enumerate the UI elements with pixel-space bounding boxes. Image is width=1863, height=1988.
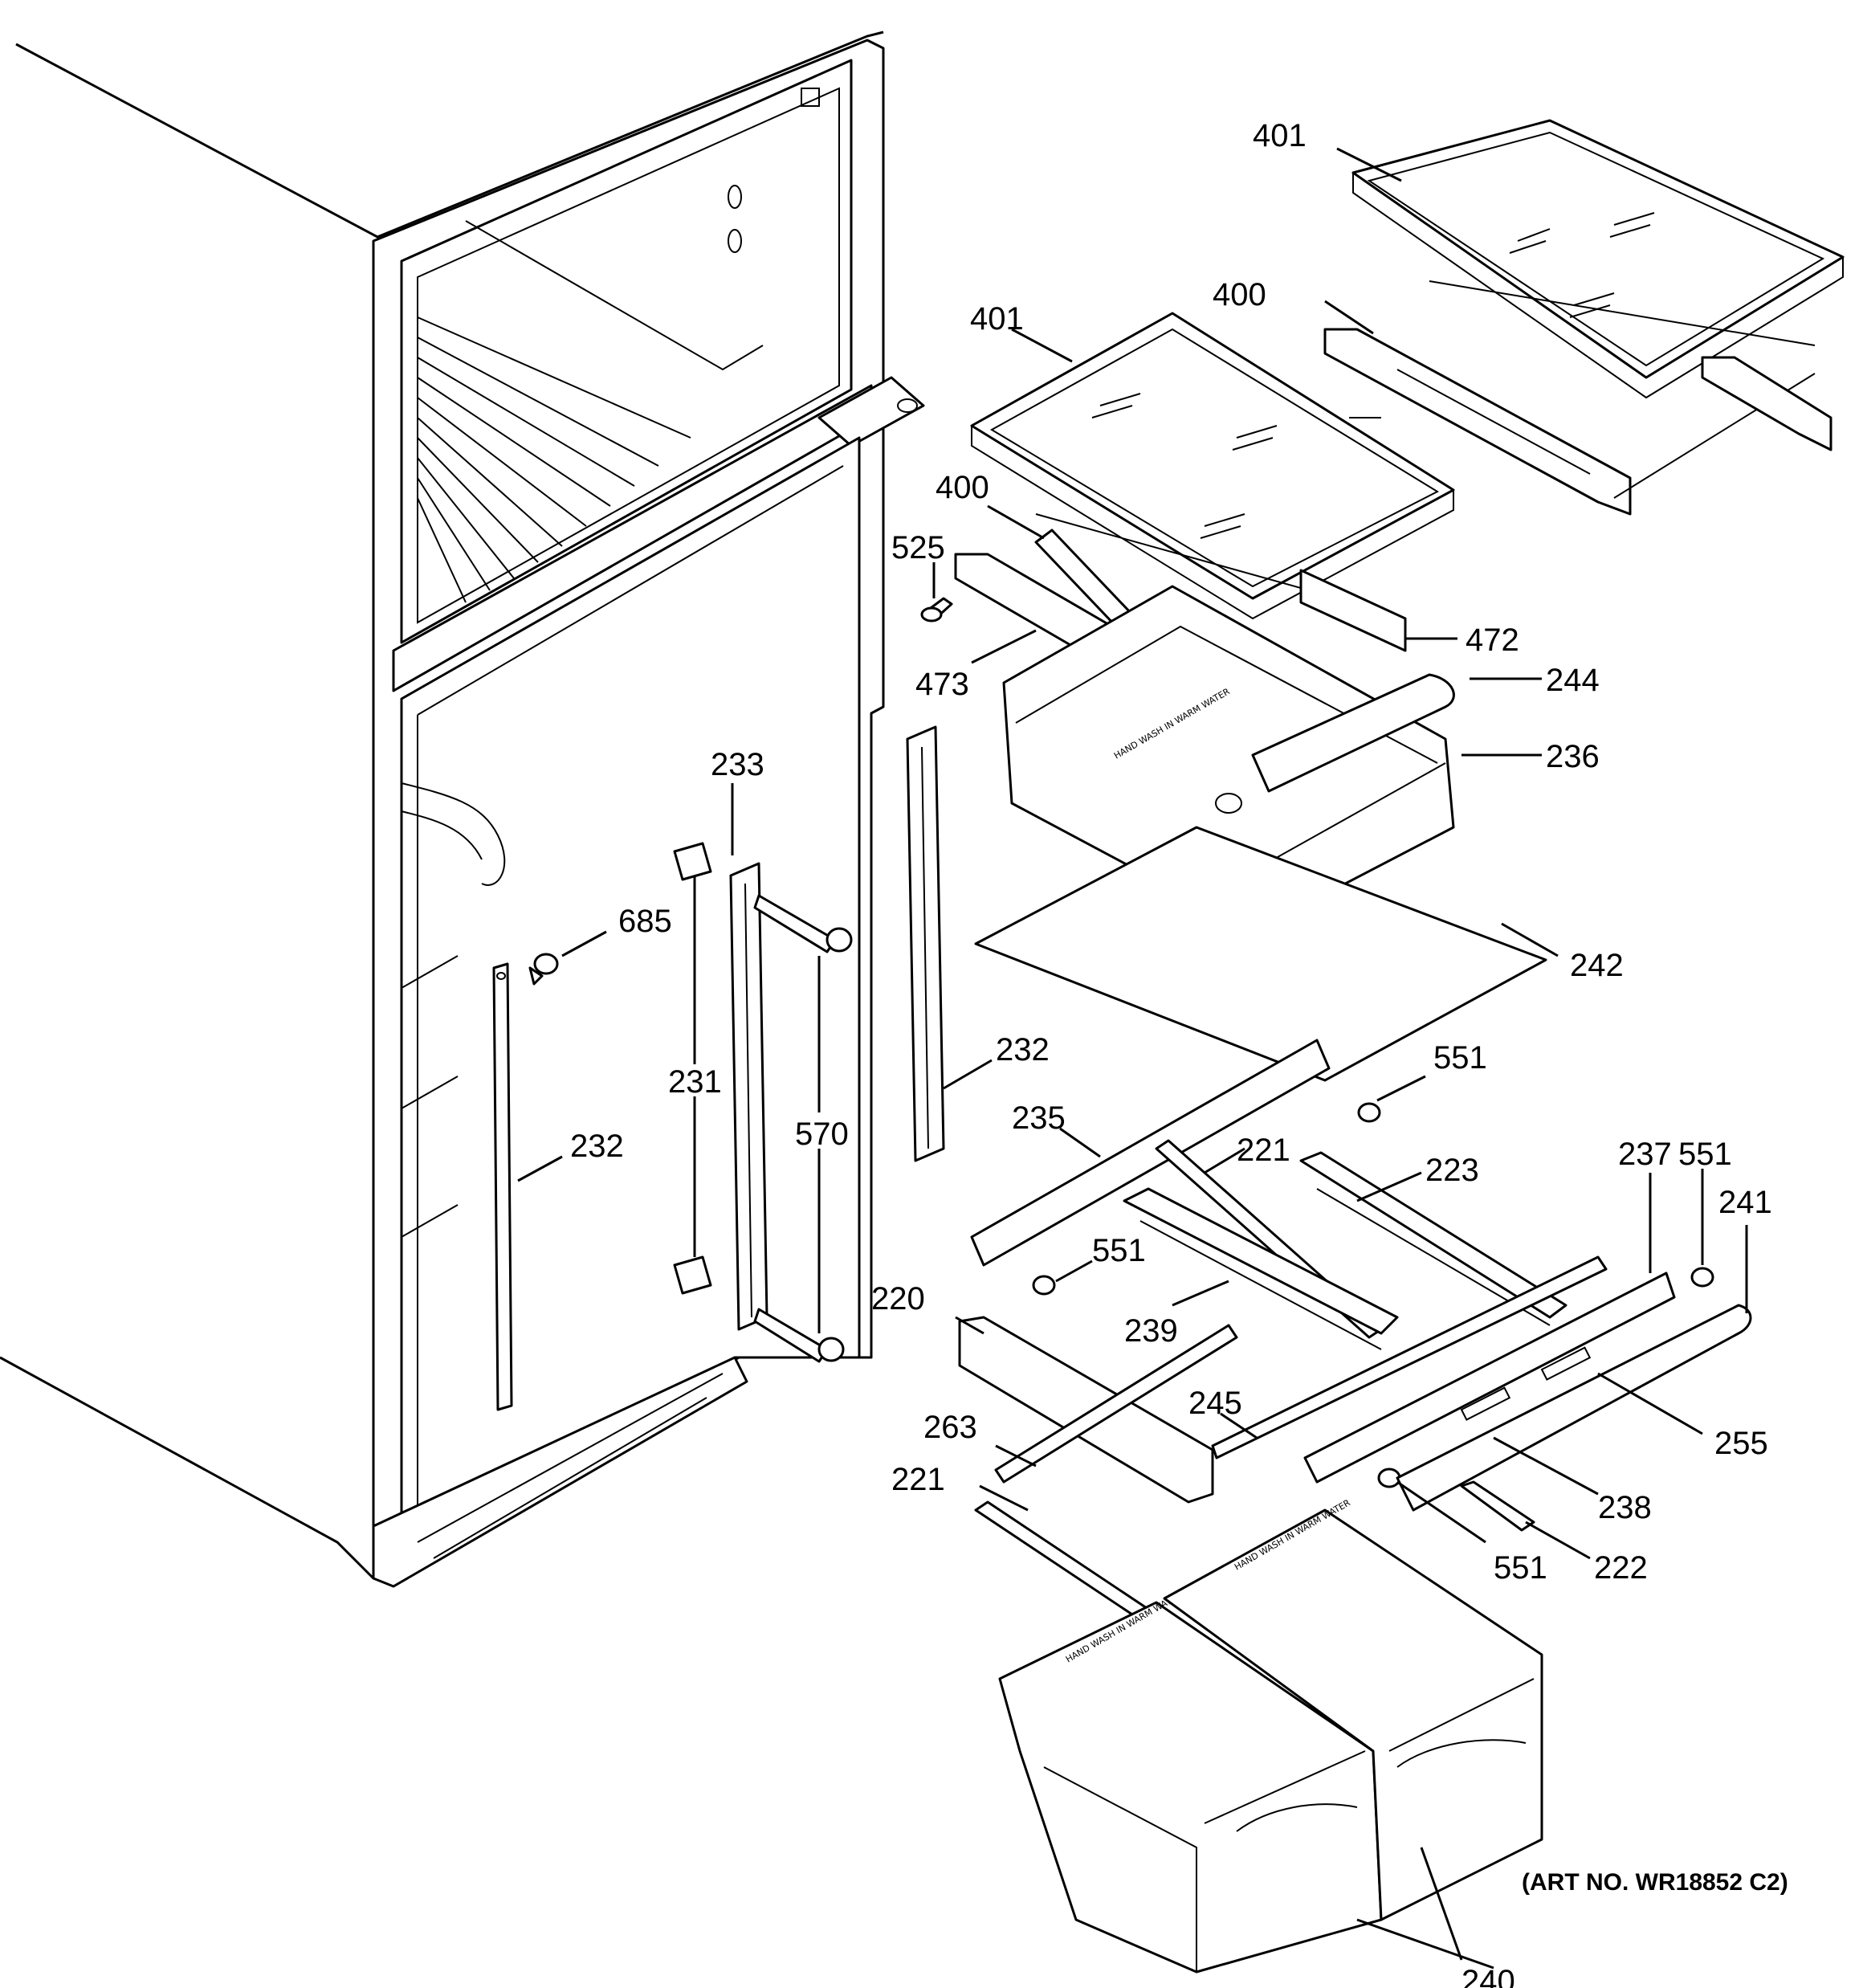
callout-401-lower: 401 (970, 301, 1024, 337)
deli-pan-cover-244 (1251, 673, 1455, 793)
callout-401-upper: 401 (1253, 118, 1307, 153)
callout-236: 236 (1546, 739, 1600, 774)
callout-235: 235 (1012, 1100, 1066, 1136)
support-rail-232-left (492, 962, 513, 1411)
callout-472: 472 (1466, 623, 1519, 658)
slide-rail-223 (1299, 1151, 1567, 1319)
callout-231: 231 (668, 1064, 722, 1100)
screw-570-bottom (753, 1308, 845, 1363)
callout-245: 245 (1188, 1386, 1242, 1421)
deli-pan-236: HAND WASH IN WARM WATER (1002, 585, 1455, 933)
callout-525: 525 (891, 530, 945, 565)
screw-551-a (1357, 1102, 1381, 1123)
callout-241: 241 (1718, 1185, 1772, 1220)
cap-231-bottom (673, 1255, 712, 1295)
rod-263 (994, 1324, 1238, 1484)
screw-685 (528, 953, 559, 986)
callout-263: 263 (923, 1410, 977, 1445)
callout-242: 242 (1570, 948, 1624, 983)
crisper-cover-glass-242 (974, 826, 1547, 1082)
leader-lines (517, 147, 1748, 1970)
callout-240: 240 (1461, 1964, 1515, 1988)
callout-473: 473 (915, 667, 969, 702)
frame-front-rail-235 (970, 1039, 1331, 1267)
humidity-slider-238 (1460, 1386, 1511, 1421)
callout-239: 239 (1124, 1313, 1178, 1349)
callout-238: 238 (1598, 1490, 1652, 1525)
callout-232-right: 232 (996, 1032, 1050, 1067)
callout-570: 570 (795, 1116, 849, 1152)
freezer-shelf-ribs (417, 220, 764, 603)
slide-rail-239 (1123, 1187, 1399, 1335)
refrigerator-cabinet (0, 31, 925, 1588)
screw-570-top (753, 894, 853, 953)
callout-223: 223 (1425, 1153, 1479, 1188)
callout-551-c: 551 (1092, 1233, 1146, 1268)
callout-221-upper: 221 (1237, 1133, 1290, 1168)
callout-232-left: 232 (570, 1129, 624, 1164)
rod-245 (1211, 1255, 1608, 1459)
callout-221-lower: 221 (891, 1462, 945, 1497)
glass-shelf-401-upper (1351, 119, 1845, 399)
control-mount-237 (1303, 1272, 1676, 1484)
crisper-frame-220 (958, 1316, 1214, 1504)
callout-400-upper: 400 (1213, 277, 1266, 312)
screw-551-c (1690, 1267, 1714, 1288)
callout-255: 255 (1714, 1426, 1768, 1461)
control-bar-241 (1396, 1304, 1752, 1512)
callout-244: 244 (1546, 663, 1600, 698)
humidity-slider-255 (1540, 1346, 1592, 1381)
shelf-bracket-400-upper (1323, 280, 1832, 516)
callout-685: 685 (618, 904, 672, 939)
callout-400-lower: 400 (936, 470, 989, 505)
callout-222: 222 (1594, 1550, 1648, 1586)
callout-551-d: 551 (1494, 1550, 1547, 1586)
cap-231-top (673, 842, 712, 881)
callout-237: 237 (1618, 1137, 1672, 1172)
screw-551-b (1032, 1275, 1056, 1296)
callout-551-a: 551 (1433, 1040, 1487, 1076)
art-number: (ART NO. WR18852 C2) (1522, 1869, 1788, 1896)
screw-525 (920, 597, 953, 623)
support-rail-232-right (906, 725, 945, 1162)
callout-233: 233 (711, 747, 764, 782)
rod-222 (1460, 1480, 1535, 1532)
glass-shelf-401-lower (970, 312, 1455, 620)
callout-551-b: 551 (1678, 1137, 1732, 1172)
callout-labels: 401 400 401 400 525 472 473 244 236 233 … (570, 118, 1772, 1988)
callout-220: 220 (871, 1281, 925, 1316)
